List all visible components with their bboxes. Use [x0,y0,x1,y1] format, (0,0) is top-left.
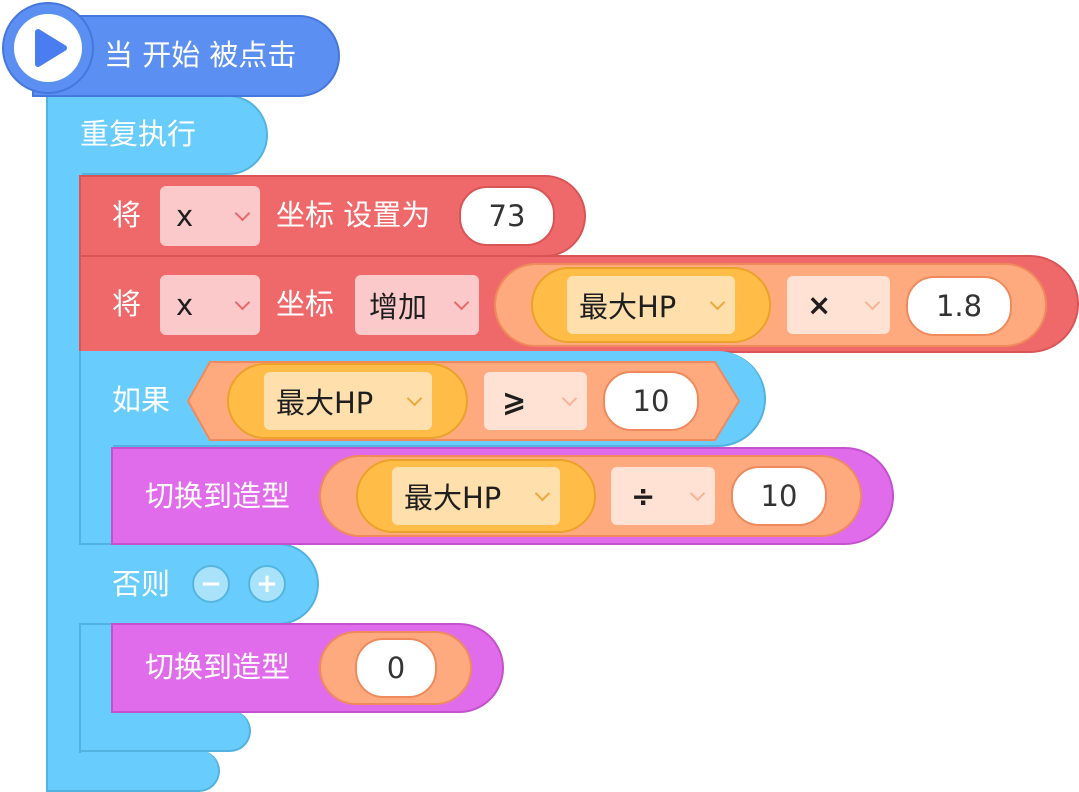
forever-label: 重复执行 [80,117,197,151]
switch-costume-label: 切换到造型 [145,650,291,684]
set-x-prefix: 将 [112,198,142,232]
divide-operator-dropdown[interactable]: ÷ [611,467,715,525]
change-x-mode-value: 增加 [369,290,428,324]
max-hp-variable-dropdown[interactable]: 最大HP [567,276,735,334]
divide-operand-input[interactable]: 10 [731,466,827,526]
forever-block-foot [46,750,220,792]
set-x-value-input[interactable]: 73 [459,186,555,246]
chevron-down-icon [689,485,706,501]
divide-operator-symbol: ÷ [631,479,656,513]
chevron-down-icon [864,294,881,310]
play-icon [14,14,82,82]
change-x-variable-name: 最大HP [579,290,677,324]
costume-value-input[interactable]: 0 [355,638,437,698]
multiply-operator-dropdown[interactable]: × [787,276,890,334]
add-else-if-button[interactable]: + [248,565,286,603]
set-x-suffix: 坐标 设置为 [276,198,431,232]
else-label: 否则 [112,567,171,601]
comparison-operator-symbol: ⩾ [502,384,527,418]
if-label: 如果 [112,383,171,417]
switch-costume-label: 切换到造型 [145,479,291,513]
multiply-operand-input[interactable]: 1.8 [906,276,1012,336]
set-x-axis-dropdown[interactable]: x [160,186,260,246]
change-x-middle: 坐标 [276,287,335,321]
comparison-operand-input[interactable]: 10 [603,371,699,431]
hat-block-label: 当 开始 被点击 [104,38,297,72]
chevron-down-icon [234,294,251,310]
if-variable-name: 最大HP [276,386,374,420]
chevron-down-icon [561,390,578,406]
chevron-down-icon [709,294,726,310]
comparison-operator-dropdown[interactable]: ⩾ [484,372,587,430]
if-else-block-foot [79,710,251,752]
remove-else-button[interactable]: − [192,565,230,603]
change-x-prefix: 将 [112,287,142,321]
set-x-axis-value: x [176,199,194,233]
change-x-axis-dropdown[interactable]: x [160,275,260,335]
max-hp-variable-dropdown[interactable]: 最大HP [392,467,560,525]
multiply-operator-symbol: × [807,288,832,322]
chevron-down-icon [234,205,251,221]
forever-block-arm [46,140,82,792]
max-hp-variable-dropdown[interactable]: 最大HP [264,372,432,430]
plus-icon: + [256,569,278,599]
chevron-down-icon [534,485,551,501]
chevron-down-icon [406,390,423,406]
minus-icon: − [200,569,222,599]
change-x-axis-value: x [176,288,194,322]
change-x-mode-dropdown[interactable]: 增加 [355,275,479,335]
chevron-down-icon [453,294,470,310]
switch-costume-variable-name: 最大HP [404,481,502,515]
